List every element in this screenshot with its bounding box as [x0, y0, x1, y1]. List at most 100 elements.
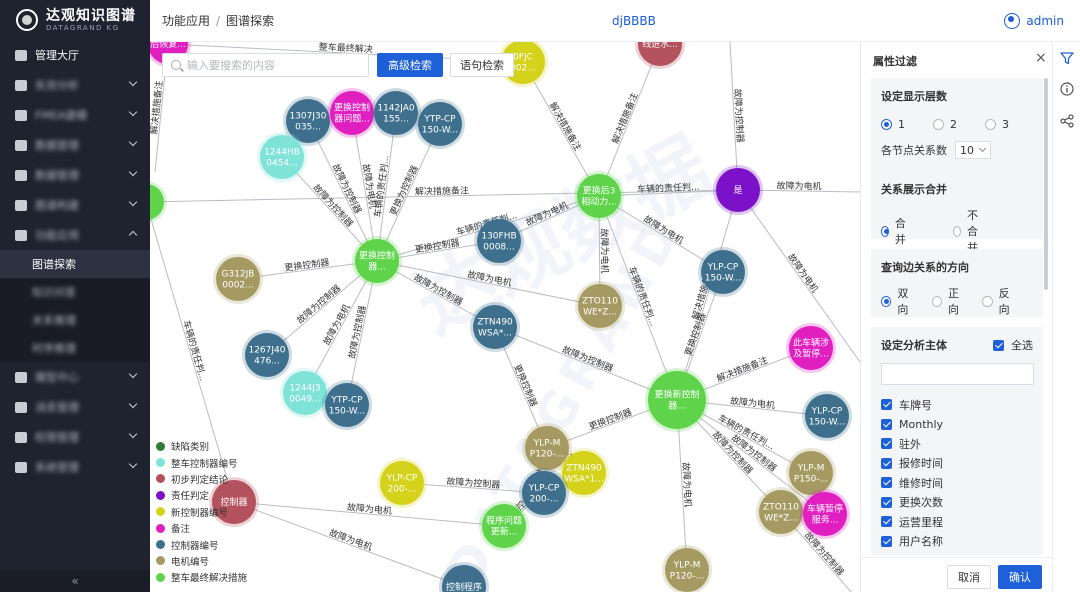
graph-edge[interactable] [150, 202, 235, 503]
sidebar-item[interactable]: 功能应用 [0, 220, 150, 250]
advanced-search-button[interactable]: 高级检索 [377, 53, 443, 77]
search-box[interactable] [162, 53, 369, 77]
graph-node[interactable]: 线进水... [635, 42, 685, 69]
share-icon[interactable] [1060, 114, 1074, 128]
sidebar-item[interactable]: 权限管理 [0, 422, 150, 452]
graph-edge[interactable] [598, 195, 678, 401]
subject-field-checkbox[interactable]: 维修时间 [881, 473, 1033, 493]
search-input[interactable] [187, 58, 357, 72]
graph-edge[interactable] [307, 120, 378, 262]
info-icon[interactable] [1060, 82, 1074, 96]
sentence-search-button[interactable]: 语句检索 [450, 53, 514, 77]
graph-edge[interactable] [346, 260, 378, 406]
subject-field-checkbox[interactable]: 报修时间 [881, 454, 1033, 474]
graph-node[interactable]: 车辆暂停服务... [800, 489, 850, 539]
graph-edge[interactable] [676, 189, 739, 401]
sidebar-item[interactable]: 失效分析 [0, 70, 150, 100]
close-icon[interactable]: × [1035, 50, 1047, 66]
radio-option[interactable]: 3 [985, 118, 1009, 131]
graph-edge[interactable] [376, 260, 496, 328]
subject-field-checkbox[interactable]: Monthly [881, 415, 1033, 435]
sidebar-item[interactable]: 消息管理 [0, 392, 150, 422]
legend-item[interactable]: 控制器编号 [156, 536, 247, 552]
radio-option[interactable]: 2 [933, 118, 957, 131]
radio-option[interactable]: 合并 [881, 215, 909, 247]
graph-node[interactable]: 程序问题更新... [479, 501, 529, 551]
graph-edge[interactable] [598, 195, 724, 273]
graph-edge[interactable] [351, 112, 378, 262]
sidebar-subitem[interactable]: 图谱探索 [0, 250, 150, 278]
legend-item[interactable]: 初步判定结论 [156, 471, 247, 487]
legend-item[interactable]: 责任判定 [156, 487, 247, 503]
graph-canvas[interactable]: 达观数据 DATAGRAND 解决措施备注整车最终解决故障为控制器故障为电机车辆… [150, 42, 860, 592]
graph-node[interactable]: ... [150, 181, 167, 223]
legend-item[interactable]: 新控制器编号 [156, 504, 247, 520]
graph-edge[interactable] [150, 189, 739, 203]
legend-item[interactable]: 备注 [156, 520, 247, 536]
subject-field-checkbox[interactable]: 更换次数 [881, 493, 1033, 513]
graph-edge[interactable] [598, 189, 739, 197]
legend-item[interactable]: 整车最终解决措施 [156, 569, 247, 585]
legend-item[interactable]: 电机编号 [156, 553, 247, 569]
graph-edge[interactable] [233, 501, 465, 588]
graph-edge[interactable] [304, 260, 378, 394]
sidebar-item[interactable]: 模型中心 [0, 362, 150, 392]
subject-field-checkbox[interactable]: 用户名称 [881, 532, 1033, 552]
collapse-sidebar-button[interactable]: « [0, 570, 150, 592]
legend-item[interactable]: 整车控制器编号 [156, 454, 247, 470]
radio-option[interactable]: 双向 [881, 285, 918, 317]
graph-edge[interactable] [233, 501, 505, 527]
graph-node[interactable]: 更换控制器... [352, 236, 402, 286]
sidebar-subitem[interactable]: 关系推理 [0, 306, 150, 334]
panel-scrollbar[interactable] [1044, 78, 1048, 290]
graph-edge[interactable] [376, 260, 601, 307]
knowledge-graph[interactable]: 解决措施备注整车最终解决故障为控制器故障为电机车辆的责任判...更换为控制器故障… [150, 42, 860, 592]
select-all-checkbox[interactable]: 全选 [993, 337, 1033, 353]
sidebar-item[interactable]: 管理大厅 [0, 40, 150, 70]
graph-node[interactable]: 更换新控制器... [645, 368, 709, 432]
sidebar-subitem[interactable]: 时序推理 [0, 334, 150, 362]
subject-field-checkbox[interactable]: 车牌号 [881, 395, 1033, 415]
graph-edge[interactable] [729, 42, 739, 191]
sidebar-item[interactable]: 系统管理 [0, 452, 150, 482]
graph-edge[interactable] [522, 61, 600, 197]
graph-node[interactable]: 是 [713, 165, 763, 215]
subject-field-checkbox[interactable]: 运营里程 [881, 512, 1033, 532]
sidebar-item[interactable]: 图谱构建 [0, 190, 150, 220]
sidebar-item[interactable]: 数据管理 [0, 130, 150, 160]
graph-edge[interactable] [737, 189, 860, 363]
user-menu[interactable]: admin [1004, 12, 1064, 29]
relation-count-select[interactable]: 10 [955, 141, 991, 159]
radio-option[interactable]: 反向 [982, 285, 1019, 317]
graph-edge[interactable] [676, 399, 826, 515]
graph-node[interactable]: 更换控制器问题... [327, 88, 377, 138]
radio-option[interactable]: 正向 [931, 285, 969, 317]
radio-option[interactable]: 1 [881, 118, 905, 131]
filter-icon[interactable] [1060, 51, 1074, 65]
graph-edge[interactable] [598, 43, 661, 197]
cancel-button[interactable]: 取消 [947, 565, 991, 589]
graph-edge[interactable] [281, 156, 378, 262]
subject-search-input[interactable] [881, 363, 1034, 385]
graph-node[interactable]: 此车辆涉及暂停... [786, 323, 836, 373]
subject-field-checkbox[interactable]: 驻外 [881, 434, 1033, 454]
legend-item[interactable]: 缺陷类别 [156, 438, 247, 454]
